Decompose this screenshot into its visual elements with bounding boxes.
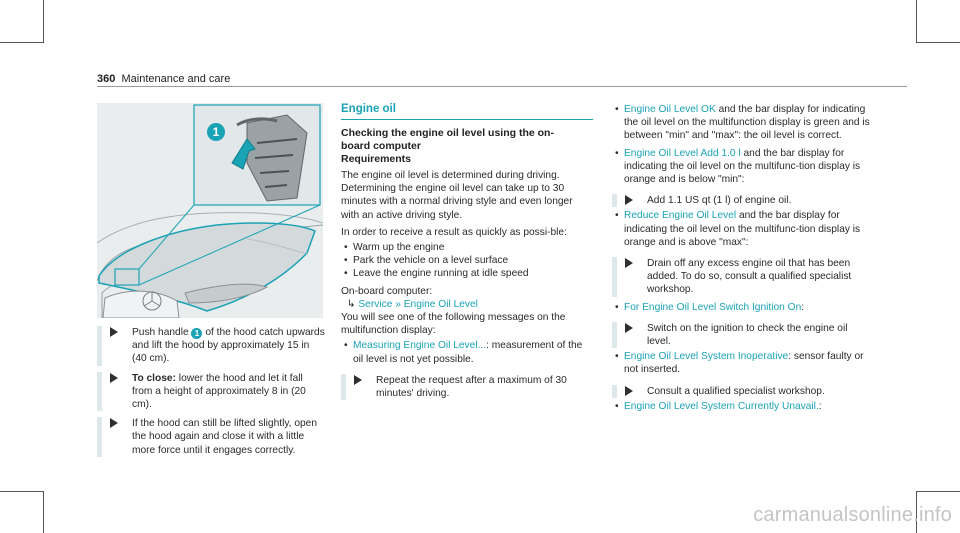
- message-label: Measuring Engine Oil Level...: [353, 340, 487, 352]
- instruction-step: Drain off any excess engine oil that has…: [612, 257, 874, 297]
- message-text: : measurement of the oil level is not ye…: [353, 340, 583, 365]
- step-text: lower the hood and let it fall from a he…: [132, 372, 306, 411]
- step-bar: [612, 321, 617, 349]
- list-item: Warm up the engine: [341, 241, 593, 254]
- menu-path: ↳ Service » Engine Oil Level: [341, 298, 593, 311]
- left-column: Push handle 1 of the hood catch upwards …: [97, 326, 325, 457]
- step-arrow-icon: [625, 195, 633, 206]
- step-text: Push handle: [132, 327, 192, 338]
- step-bar: [341, 373, 346, 401]
- message-text: and the bar display for indicating the o…: [624, 210, 861, 248]
- message-label: Engine Oil Level Add 1.0 l: [624, 147, 741, 159]
- crop-mark: [916, 491, 917, 533]
- page-header: 360 Maintenance and care: [97, 73, 230, 85]
- list-item: Park the vehicle on a level surface: [341, 254, 593, 267]
- message-text: : sensor faulty or not inserted.: [624, 351, 864, 376]
- requirements-label: Requirements: [341, 153, 412, 165]
- step-bar: [97, 326, 102, 366]
- message-item: Engine Oil Level System Inoperative: sen…: [612, 350, 874, 376]
- step-text: Add 1.1 US qt (1 l) of engine oil.: [647, 195, 792, 207]
- step-text: of the hood catch upwards and lift the h…: [132, 327, 325, 365]
- messages-intro: You will see one of the following messag…: [341, 312, 566, 337]
- step-arrow-icon: [110, 418, 118, 429]
- header-divider: [97, 86, 907, 87]
- callout-badge: 1: [191, 328, 203, 339]
- step-text: Consult a qualified specialist workshop.: [647, 385, 825, 397]
- instruction-step: Push handle 1 of the hood catch upwards …: [97, 326, 325, 366]
- section-heading: Engine oil: [341, 103, 396, 115]
- message-text: and the bar display for indicating the o…: [624, 147, 861, 186]
- double-chevron-icon: »: [395, 298, 401, 310]
- crop-mark: [43, 0, 44, 42]
- step-bar: [97, 417, 102, 457]
- hood-illustration: 1: [97, 103, 323, 318]
- watermark: carmanualsonline.info: [753, 504, 952, 526]
- step-arrow-icon: [625, 385, 633, 396]
- message-text: and the bar display for indicating the o…: [624, 104, 870, 142]
- submenu-arrow-icon: ↳: [347, 298, 356, 310]
- message-text: :: [801, 301, 805, 313]
- message-item: Engine Oil Level OK and the bar display …: [612, 103, 874, 143]
- message-item: For Engine Oil Level Switch Ignition On:: [612, 301, 874, 314]
- instruction-step: Consult a qualified specialist workshop.: [612, 384, 874, 398]
- message-item: Engine Oil Level Add 1.0 l and the bar d…: [612, 147, 874, 187]
- step-arrow-icon: [625, 322, 633, 333]
- step-arrow-icon: [110, 372, 118, 383]
- message-item: Reduce Engine Oil Level and the bar disp…: [612, 209, 874, 249]
- menu-service: Service: [358, 298, 393, 310]
- crop-mark: [0, 491, 44, 492]
- instruction-step: Add 1.1 US qt (1 l) of engine oil.: [612, 194, 874, 208]
- crop-mark: [916, 42, 960, 43]
- right-column: Engine Oil Level OK and the bar display …: [612, 103, 874, 413]
- step-bar: [612, 257, 617, 297]
- step-arrow-icon: [354, 374, 362, 385]
- message-label: Engine Oil Level OK: [624, 104, 716, 115]
- instruction-step: Repeat the request after a maximum of 30…: [341, 373, 593, 401]
- subheading: Checking the engine oil level using the …: [341, 127, 554, 152]
- message-label: Reduce Engine Oil Level: [624, 210, 737, 222]
- menu-engine-oil-level: Engine Oil Level: [403, 298, 478, 310]
- section-divider: [341, 119, 593, 120]
- message-label: Engine Oil Level System Currently Unavai…: [624, 400, 819, 412]
- crop-mark: [43, 491, 44, 533]
- step-bar: [612, 384, 617, 398]
- step-arrow-icon: [110, 327, 118, 337]
- section-title: Maintenance and care: [121, 73, 231, 85]
- instruction-step: Switch on the ignition to check the engi…: [612, 321, 874, 349]
- requirement-list: Warm up the engine Park the vehicle on a…: [341, 241, 593, 281]
- step-text: Switch on the ignition to check the engi…: [647, 322, 848, 348]
- page-number: 360: [97, 73, 116, 85]
- instruction-step: To close: lower the hood and let it fall…: [97, 371, 325, 412]
- crop-mark: [916, 0, 917, 42]
- message-text: :: [818, 400, 822, 412]
- step-text: Drain off any excess engine oil that has…: [647, 258, 852, 296]
- step-label: To close:: [132, 372, 176, 384]
- onboard-label: On-board computer:: [341, 285, 433, 297]
- middle-column: Checking the engine oil level using the …: [341, 127, 593, 401]
- step-bar: [97, 371, 102, 412]
- result-text: In order to receive a result as quickly …: [341, 226, 567, 238]
- step-text: If the hood can still be lifted slightly…: [132, 418, 317, 456]
- callout-badge: 1: [207, 123, 225, 141]
- intro-text: The engine oil level is determined durin…: [341, 170, 573, 221]
- instruction-step: If the hood can still be lifted slightly…: [97, 417, 325, 457]
- step-text: Repeat the request after a maximum of 30…: [376, 374, 567, 400]
- list-item: Leave the engine running at idle speed: [341, 267, 593, 280]
- message-item: Measuring Engine Oil Level...: measureme…: [341, 339, 593, 365]
- message-label: Engine Oil Level System Inoperative: [624, 351, 789, 363]
- step-arrow-icon: [625, 258, 633, 269]
- crop-mark: [0, 42, 44, 43]
- car-hood-drawing: [97, 103, 323, 318]
- message-label: For Engine Oil Level Switch Ignition On: [624, 301, 802, 313]
- step-bar: [612, 194, 617, 208]
- message-item: Engine Oil Level System Currently Unavai…: [612, 400, 874, 413]
- crop-mark: [916, 491, 960, 492]
